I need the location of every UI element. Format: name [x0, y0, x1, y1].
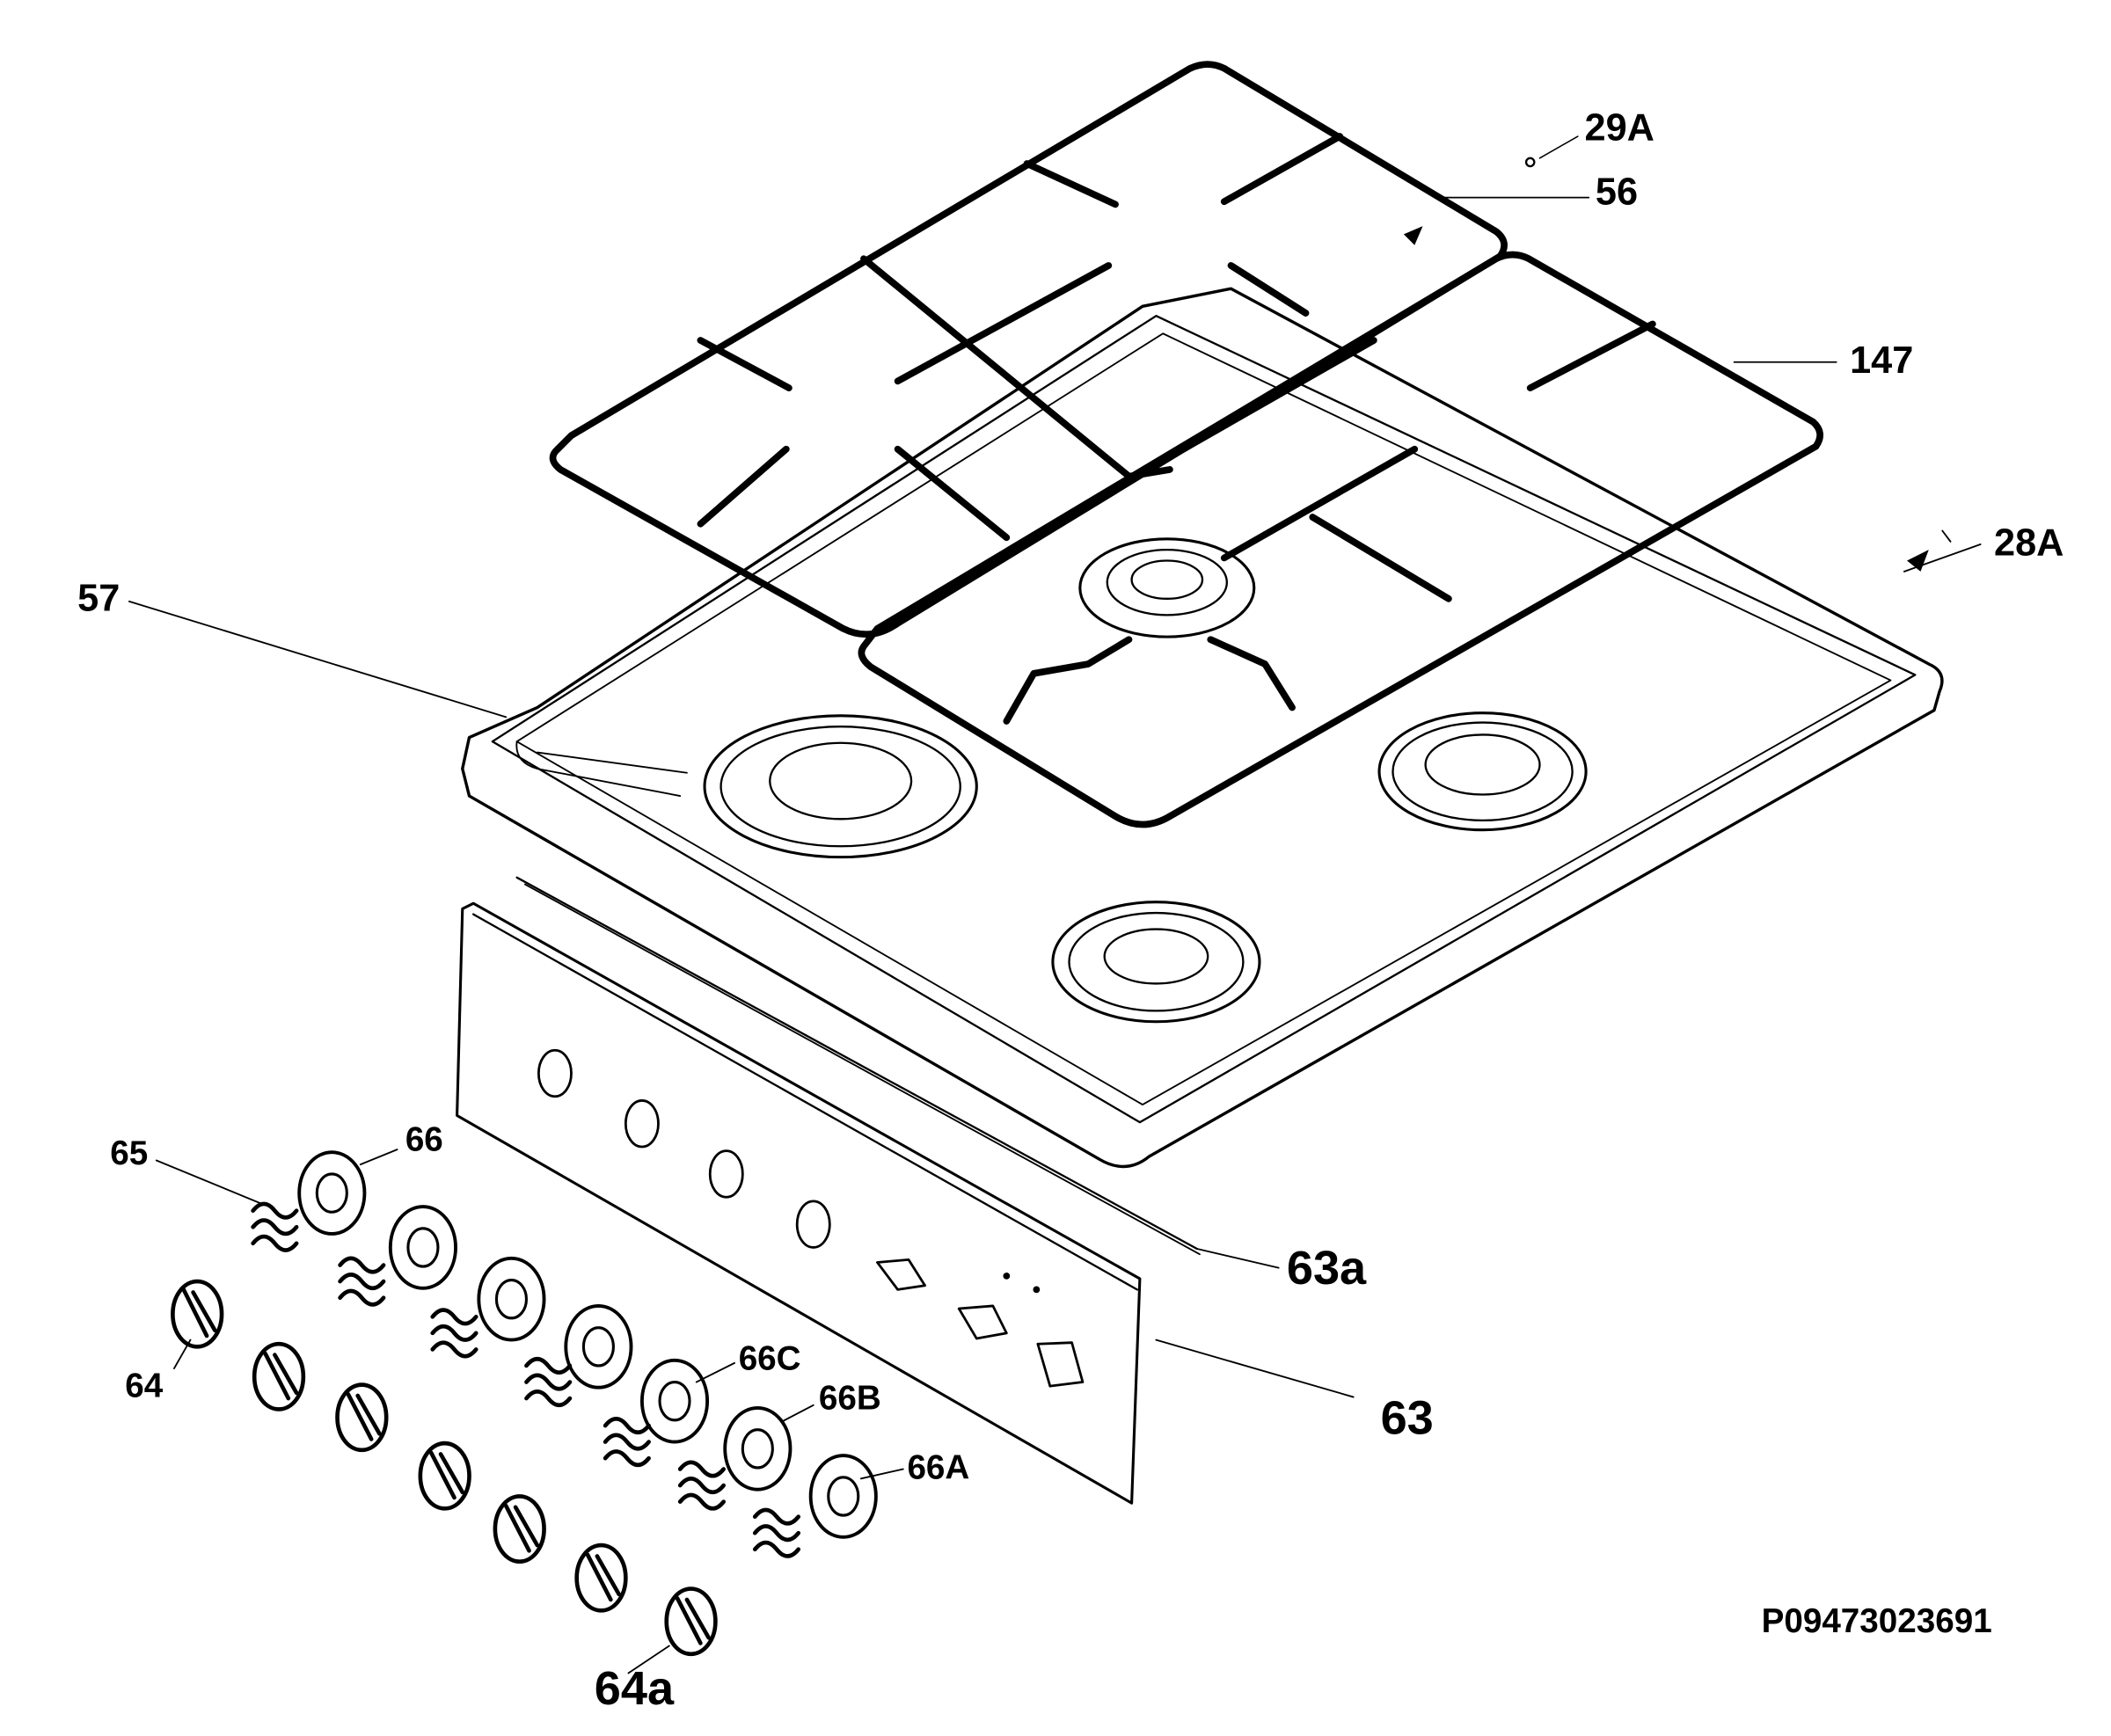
knob-1 — [171, 1279, 224, 1349]
callout-64: 64 — [125, 1368, 163, 1405]
screw-28A — [1907, 529, 1952, 572]
callout-66B: 66B — [819, 1379, 881, 1417]
knob-3 — [335, 1382, 389, 1453]
burner-rear-right — [1377, 711, 1588, 832]
drawing-code: P09473023691 — [1762, 1602, 1992, 1640]
screw-29A — [1524, 135, 1579, 168]
knob-2 — [252, 1341, 306, 1411]
callout-147: 147 — [1850, 339, 1913, 382]
screw-56-detail — [1403, 226, 1423, 245]
burner-front-center — [1051, 901, 1261, 1024]
bezels-and-springs — [251, 1150, 878, 1558]
callout-66: 66 — [405, 1121, 443, 1159]
knob-6 — [574, 1543, 628, 1613]
callout-64a: 64a — [595, 1662, 675, 1715]
callout-57: 57 — [77, 578, 120, 620]
callout-65: 65 — [110, 1134, 148, 1172]
callout-29A: 29A — [1585, 107, 1654, 150]
knob-row — [171, 1279, 718, 1657]
burner-small-center — [1078, 537, 1256, 638]
callout-63a: 63a — [1287, 1242, 1367, 1295]
callout-28A: 28A — [1994, 522, 2064, 564]
hob-top — [461, 287, 1944, 1169]
knob-7 — [664, 1586, 718, 1657]
callout-66C: 66C — [739, 1340, 801, 1378]
callout-labels: 29A 56 147 28A 57 65 66 64 66C 66B 66A 6… — [77, 107, 2064, 1715]
callout-66A: 66A — [907, 1448, 969, 1486]
callout-56: 56 — [1596, 171, 1638, 213]
pan-support-right — [858, 251, 1823, 828]
callout-63: 63 — [1381, 1391, 1434, 1444]
burner-front-left — [703, 714, 978, 859]
knob-5 — [493, 1494, 546, 1564]
control-panel — [456, 876, 1201, 1505]
leader-lines — [128, 196, 1982, 1674]
knob-4 — [418, 1441, 471, 1511]
